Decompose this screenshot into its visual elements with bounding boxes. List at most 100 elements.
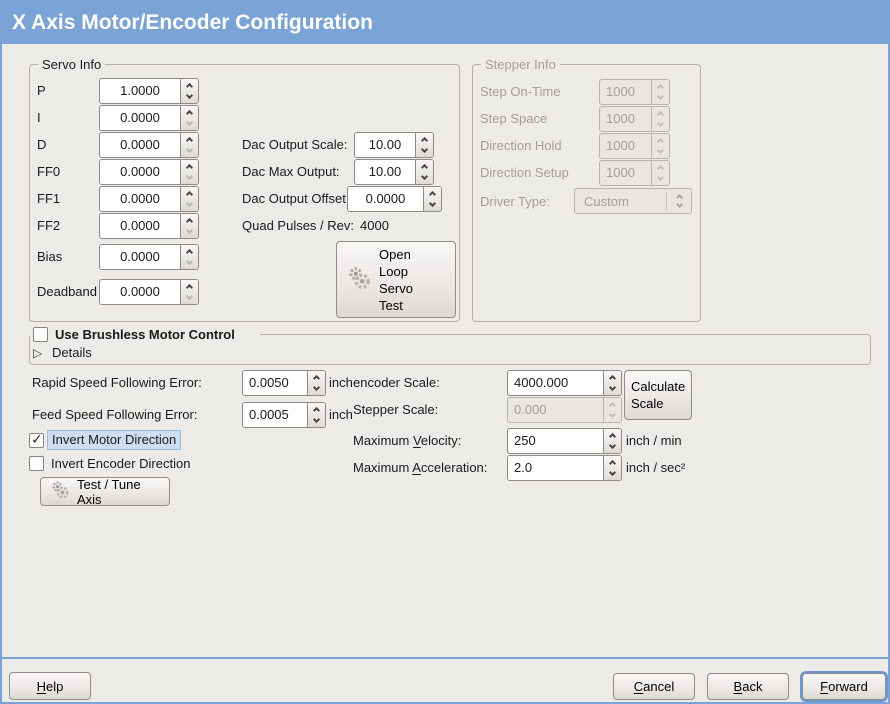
spin-down-icon[interactable] [312,416,321,424]
spin-up-icon[interactable] [185,163,194,171]
spin-buttons[interactable] [180,133,198,157]
spin-buttons [651,161,669,185]
calculate-scale-button[interactable]: Calculate Scale [624,370,692,420]
ff0-value[interactable]: 0.0000 [120,164,160,179]
deadband-spinbox[interactable]: 0.0000 [99,279,199,305]
spin-down-icon[interactable] [185,92,194,100]
encoder-scale-spinbox[interactable]: 4000.000 [507,370,622,396]
spin-buttons[interactable] [603,429,621,453]
expander-triangle-icon[interactable]: ▷ [33,346,43,360]
invert-motor-checkbox[interactable]: ✓ [29,432,44,448]
invert-encoder-label[interactable]: Invert Encoder Direction [51,456,191,471]
dac-output-scale-spinbox[interactable]: 10.00 [354,132,434,158]
step-space-label: Step Space [480,111,548,126]
ff2-value[interactable]: 0.0000 [120,218,160,233]
brushless-legend-bg [30,325,260,343]
spin-down-icon[interactable] [185,119,194,127]
spin-up-icon[interactable] [185,283,194,291]
rapid-error-spinbox[interactable]: 0.0050 [242,370,326,396]
spin-up-icon[interactable] [428,190,437,198]
i-spinbox[interactable]: 0.0000 [99,105,199,131]
spin-buttons[interactable] [180,160,198,184]
spin-down-icon[interactable] [608,384,617,392]
spin-up-icon[interactable] [312,374,321,382]
spin-down-icon[interactable] [185,173,194,181]
spin-up-icon[interactable] [185,190,194,198]
spin-down-icon[interactable] [608,442,617,450]
use-brushless-label: Use Brushless Motor Control [55,327,235,342]
ff2-spinbox[interactable]: 0.0000 [99,213,199,239]
spin-down-icon[interactable] [185,293,194,301]
d-spinbox[interactable]: 0.0000 [99,132,199,158]
spin-buttons[interactable] [180,214,198,238]
spin-down-icon[interactable] [185,146,194,154]
ff0-spinbox[interactable]: 0.0000 [99,159,199,185]
help-button[interactable]: Help [9,672,91,700]
spin-up-icon [656,110,665,118]
spin-buttons[interactable] [423,187,441,211]
dac-output-offset-spinbox[interactable]: 0.0000 [347,186,442,212]
bias-value[interactable]: 0.0000 [120,249,160,264]
open-loop-servo-test-button[interactable]: Open Loop Servo Test [336,241,456,318]
spin-buttons[interactable] [180,245,198,269]
spin-buttons[interactable] [180,187,198,211]
spin-down-icon[interactable] [185,258,194,266]
bias-spinbox[interactable]: 0.0000 [99,244,199,270]
ff1-spinbox[interactable]: 0.0000 [99,186,199,212]
spin-up-icon[interactable] [420,136,429,144]
invert-motor-label[interactable]: Invert Motor Direction [47,430,182,450]
p-spinbox[interactable]: 1.0000 [99,78,199,104]
spin-down-icon[interactable] [185,200,194,208]
p-value[interactable]: 1.0000 [120,83,160,98]
dac-output-scale-value[interactable]: 10.00 [368,137,402,152]
spin-buttons[interactable] [603,371,621,395]
deadband-value[interactable]: 0.0000 [120,284,160,299]
spin-up-icon[interactable] [608,374,617,382]
feed-error-value[interactable]: 0.0005 [249,407,289,422]
spin-buttons[interactable] [415,160,433,184]
spin-buttons[interactable] [180,280,198,304]
spin-down-icon[interactable] [185,227,194,235]
spin-down-icon[interactable] [420,146,429,154]
spin-up-icon[interactable] [608,459,617,467]
invert-encoder-checkbox[interactable] [29,456,44,471]
spin-down-icon[interactable] [608,469,617,477]
dac-max-output-spinbox[interactable]: 10.00 [354,159,434,185]
spin-buttons[interactable] [307,403,325,427]
max-acceleration-value[interactable]: 2.0 [514,460,533,475]
spin-up-icon[interactable] [185,109,194,117]
test-tune-axis-button[interactable]: Test / Tune Axis [40,477,170,507]
dac-max-output-value[interactable]: 10.00 [368,164,402,179]
dac-output-offset-value[interactable]: 0.0000 [365,191,406,206]
i-value[interactable]: 0.0000 [120,110,160,125]
cancel-button[interactable]: Cancel [613,673,695,700]
max-velocity-value[interactable]: 250 [514,433,536,448]
max-acceleration-spinbox[interactable]: 2.0 [507,455,622,481]
servo-info-frame: Servo Info [29,57,460,322]
spin-down-icon[interactable] [420,173,429,181]
spin-up-icon[interactable] [312,406,321,414]
back-button[interactable]: Back [707,673,789,700]
feed-error-spinbox[interactable]: 0.0005 [242,402,326,428]
spin-buttons[interactable] [603,456,621,480]
spin-up-icon[interactable] [608,432,617,440]
max-velocity-spinbox[interactable]: 250 [507,428,622,454]
spin-buttons[interactable] [180,79,198,103]
encoder-scale-value[interactable]: 4000.000 [514,375,569,390]
spin-down-icon[interactable] [428,200,437,208]
spin-buttons[interactable] [415,133,433,157]
spin-up-icon[interactable] [420,163,429,171]
spin-up-icon[interactable] [185,217,194,225]
ff1-value[interactable]: 0.0000 [120,191,160,206]
spin-up-icon[interactable] [185,248,194,256]
spin-buttons[interactable] [180,106,198,130]
spin-up-icon[interactable] [185,136,194,144]
use-brushless-checkbox[interactable] [33,327,48,342]
d-value[interactable]: 0.0000 [120,137,160,152]
spin-down-icon[interactable] [312,384,321,392]
spin-up-icon[interactable] [185,82,194,90]
spin-buttons[interactable] [307,371,325,395]
details-expander-label[interactable]: Details [52,345,92,360]
rapid-error-value[interactable]: 0.0050 [249,375,289,390]
forward-button[interactable]: Forward [800,671,888,702]
